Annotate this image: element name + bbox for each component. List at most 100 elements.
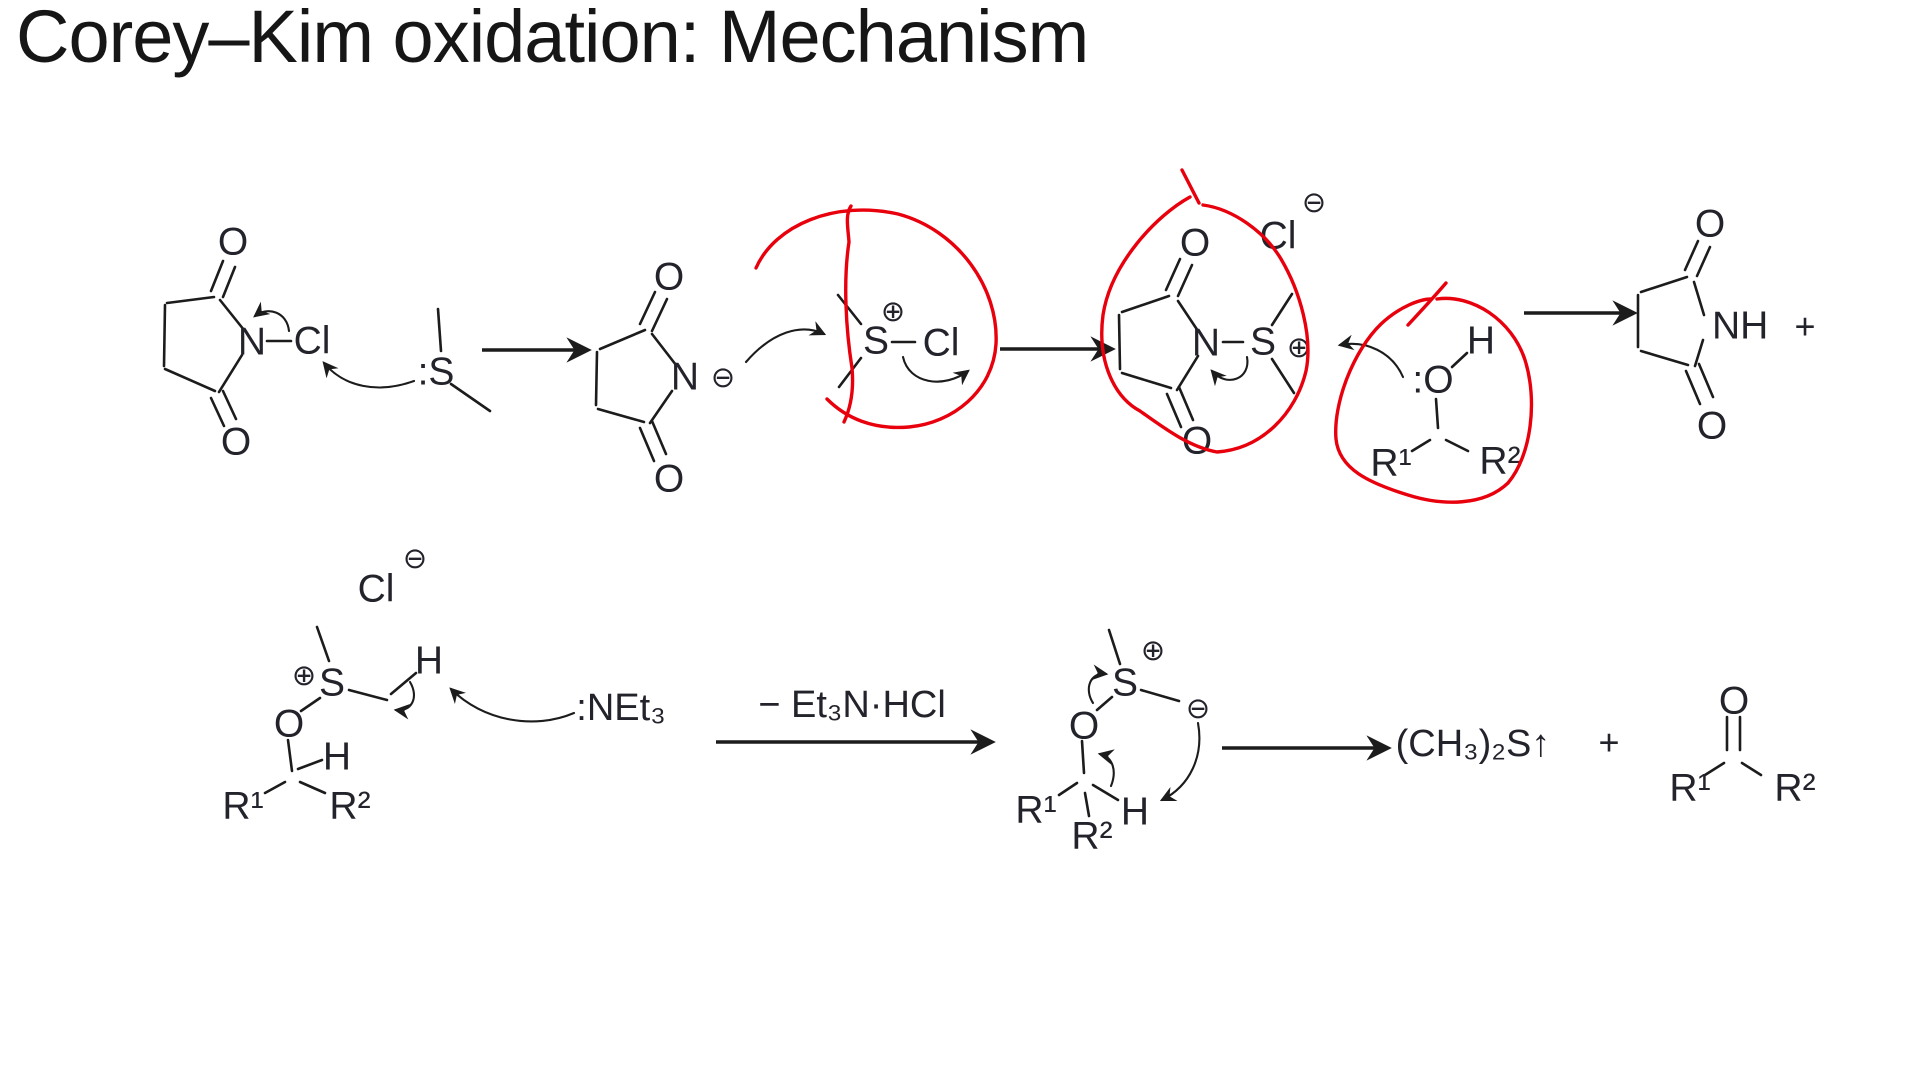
atom-label-o: O	[1695, 203, 1725, 246]
double-bond-line	[1697, 362, 1715, 399]
bond-line-c-r2	[298, 780, 327, 795]
curved-arrow-cl-leaving	[901, 355, 970, 386]
bond-line	[1175, 354, 1200, 392]
bond-line	[1120, 371, 1173, 390]
double-bond-line	[221, 389, 238, 421]
bond-line-c-r1	[263, 780, 287, 795]
structure-chlorosulfonium: ⊕ S Cl	[754, 204, 998, 430]
curved-arrow-ns-bond	[1210, 355, 1249, 387]
atom-label-cl-counterion: Cl	[358, 568, 395, 611]
bond-line-c-r1	[1703, 761, 1726, 777]
bond-line	[1117, 313, 1122, 371]
bond-line-c-r2	[1083, 791, 1091, 818]
atom-label-h: H	[1467, 320, 1495, 363]
substituent-label-r1: R¹	[1370, 442, 1411, 485]
atom-label-h-methylene: H	[415, 640, 443, 683]
bond-line-c-r2	[1444, 438, 1470, 453]
bond-line-c-r1	[1410, 438, 1432, 453]
bond-line-o-c	[1080, 739, 1086, 775]
bond-line-s-c	[347, 688, 389, 702]
substituent-label-r1: R¹	[1669, 767, 1710, 810]
double-bond-line	[1177, 385, 1195, 422]
structure-aminosulfonium-adduct: O O N S ⊕ Cl ⊖	[1100, 168, 1326, 463]
positive-charge-symbol: ⊕	[881, 294, 905, 328]
bond-line-c-h	[389, 671, 418, 696]
bond-line-s-o	[1095, 695, 1114, 712]
atom-label-o: O	[221, 421, 251, 464]
curved-arrow-s-to-cl	[322, 361, 416, 389]
atom-label-n: N	[238, 321, 266, 364]
bond-line-c-h	[1091, 783, 1120, 802]
atom-label-o: O	[1719, 680, 1749, 723]
red-annotation-circle-3	[1334, 296, 1534, 504]
atom-label-o: O	[654, 458, 684, 501]
bond-line	[1176, 299, 1200, 333]
double-bond-line	[209, 396, 226, 428]
bond-line-methyl	[449, 382, 492, 413]
structure-dimethyl-sulfide: :S	[322, 307, 492, 413]
structure-alkoxysulfonium: Cl ⊖ ⊕ S H O H R¹ R²	[222, 541, 576, 828]
substituent-label-r1: R¹	[1015, 789, 1056, 832]
bond-line-s-o	[299, 696, 322, 713]
atom-label-cl: Cl	[294, 320, 331, 363]
bond-line-methyl	[436, 307, 443, 353]
curved-arrow-ch-to-co	[1097, 749, 1115, 788]
atom-label-o: O	[1697, 405, 1727, 448]
atom-label-cl-counterion: Cl	[1260, 215, 1297, 258]
bond-line	[162, 303, 167, 368]
base-label-net3: :NEt₃	[576, 687, 665, 729]
atom-label-s: S	[1112, 662, 1138, 705]
bond-line-s-c	[1139, 688, 1181, 703]
structure-n-chlorosuccinimide: O O N Cl	[162, 221, 331, 464]
double-bond-line	[1684, 369, 1702, 406]
double-bond-line	[1164, 257, 1182, 292]
bond-line	[1692, 280, 1706, 317]
double-bond-line	[1695, 245, 1712, 278]
atom-label-o: O	[1069, 705, 1099, 748]
curved-arrow-ch-bond	[393, 680, 415, 720]
substituent-label-r2: R²	[1774, 767, 1815, 810]
curved-arrow-carbanion-to-h	[1159, 721, 1201, 802]
substituent-label-r2: R²	[1071, 815, 1112, 858]
atom-label-s: S	[319, 662, 345, 705]
atom-label-o: O	[218, 221, 248, 264]
bond-line-methyl	[836, 293, 863, 326]
red-annotation-slash-3	[1406, 281, 1448, 327]
reaction-step-deprotonation: − Et₃N·HCl	[716, 684, 996, 755]
atom-label-s-lone-pair: :S	[418, 351, 455, 394]
atom-label-o: O	[654, 256, 684, 299]
bond-line-methyl	[837, 356, 863, 389]
bond-line	[648, 389, 674, 425]
atom-label-o-lone-pair: :O	[1412, 359, 1453, 402]
double-bond-line	[209, 259, 225, 293]
bond-line-o-c	[286, 738, 294, 773]
bond-line	[1693, 338, 1705, 368]
atom-label-o: O	[274, 703, 304, 746]
bond-line-c-h	[296, 758, 324, 771]
bond-line-o-h	[1450, 351, 1469, 369]
bond-line	[1639, 349, 1690, 367]
substituent-label-r1: R¹	[222, 785, 263, 828]
double-bond-line	[1176, 263, 1194, 298]
bond-line-methyl	[315, 625, 331, 663]
bond-line-c-r2	[1740, 761, 1763, 777]
positive-charge-symbol: ⊕	[292, 658, 316, 692]
curved-arrow-os-bond	[1087, 664, 1109, 705]
positive-charge-symbol: ⊕	[1141, 633, 1165, 667]
bond-line	[163, 367, 217, 393]
bond-line	[165, 295, 216, 305]
bond-line	[650, 332, 678, 367]
negative-charge-symbol: ⊖	[1186, 691, 1210, 725]
bond-line-methyl	[1107, 628, 1122, 666]
atom-label-h: H	[323, 736, 351, 779]
curved-arrow-o-to-s	[1337, 334, 1405, 379]
curved-arrow-n-to-s	[744, 321, 827, 364]
atom-label-o: O	[1180, 222, 1210, 265]
double-bond-line	[650, 297, 669, 333]
atom-label-s: S	[1250, 321, 1276, 364]
bond-line-c-r1	[1057, 781, 1079, 797]
red-annotation-tick-2	[1180, 168, 1201, 205]
structure-alcohol: :O H R¹ R²	[1334, 281, 1534, 504]
bond-line-methyl	[1270, 357, 1296, 395]
